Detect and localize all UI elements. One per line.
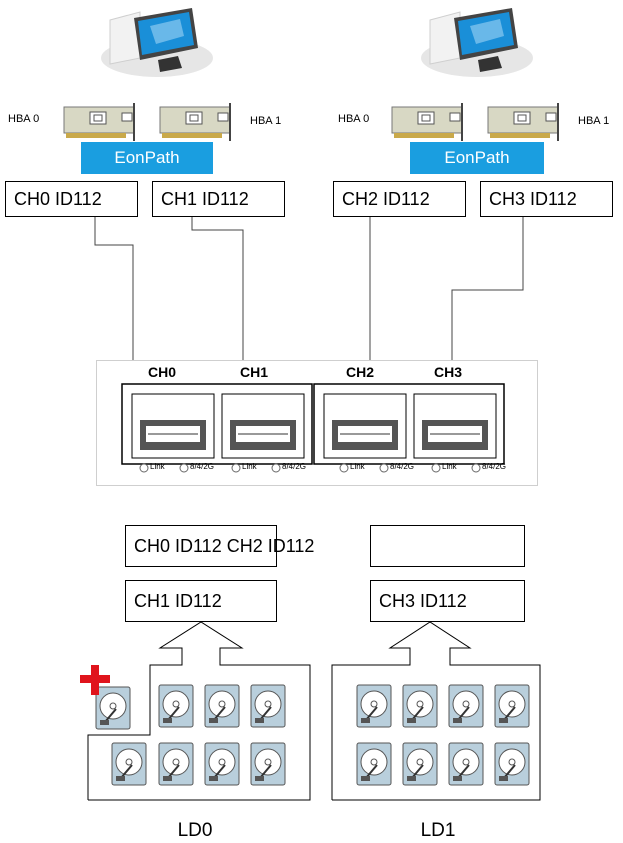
- ld-label: LD0: [177, 820, 213, 841]
- led-link-label: Link: [350, 462, 365, 471]
- disk-icon: [356, 684, 392, 728]
- disk-icon: [494, 742, 530, 786]
- hba-label: HBA 0: [8, 113, 40, 125]
- disk-icon: [250, 742, 286, 786]
- led-link-label: Link: [242, 462, 257, 471]
- led-link-label: Link: [150, 462, 165, 471]
- eonpath-bar: EonPath: [410, 142, 544, 174]
- led-speed-label: 8/4/2G: [282, 462, 307, 471]
- disk-icon: [204, 684, 240, 728]
- ld-mapping-box: [370, 525, 525, 567]
- disk-icon: [448, 742, 484, 786]
- disk-icon: [402, 742, 438, 786]
- led-speed-label: 8/4/2G: [190, 462, 215, 471]
- led-speed-label: 8/4/2G: [390, 462, 415, 471]
- disk-icon: [494, 684, 530, 728]
- disk-icon: [250, 684, 286, 728]
- host-channel-box: CH1 ID112: [152, 181, 285, 217]
- hba-label: HBA 1: [250, 115, 282, 127]
- ld-mapping-box: CH0 ID112 CH2 ID112: [125, 525, 314, 567]
- controller-ports: [121, 383, 505, 473]
- hba-card-icon: [63, 103, 135, 141]
- host-channel-box: CH0 ID112: [5, 181, 138, 217]
- port-label: CH0: [148, 364, 177, 380]
- port-label: CH3: [434, 364, 463, 380]
- disk-icon: [158, 684, 194, 728]
- port-label: CH1: [240, 364, 269, 380]
- disk-icon: [402, 684, 438, 728]
- ld-label: LD1: [420, 820, 456, 841]
- host-channel-box: CH2 ID112: [333, 181, 466, 217]
- ld-mapping-box: CH1 ID112: [125, 580, 277, 622]
- hba-card-icon: [391, 103, 463, 141]
- computer-icon: [421, 8, 533, 77]
- disk-icon: [448, 684, 484, 728]
- disk-icon: [204, 742, 240, 786]
- host-channel-box: CH3 ID112: [480, 181, 613, 217]
- eonpath-bar: EonPath: [81, 142, 213, 174]
- hba-label: HBA 1: [578, 115, 610, 127]
- led-speed-label: 8/4/2G: [482, 462, 507, 471]
- led-link-label: Link: [442, 462, 457, 471]
- disk-icon: [356, 742, 392, 786]
- hba-label: HBA 0: [338, 113, 370, 125]
- disk-icon: [158, 742, 194, 786]
- ld-mapping-box: CH3 ID112: [370, 580, 525, 622]
- hot-spare-plus-icon: [80, 665, 110, 695]
- hba-card-icon: [159, 103, 231, 141]
- disk-icon: [111, 742, 147, 786]
- hba-card-icon: [487, 103, 559, 141]
- port-label: CH2: [346, 364, 375, 380]
- computer-icon: [101, 8, 213, 77]
